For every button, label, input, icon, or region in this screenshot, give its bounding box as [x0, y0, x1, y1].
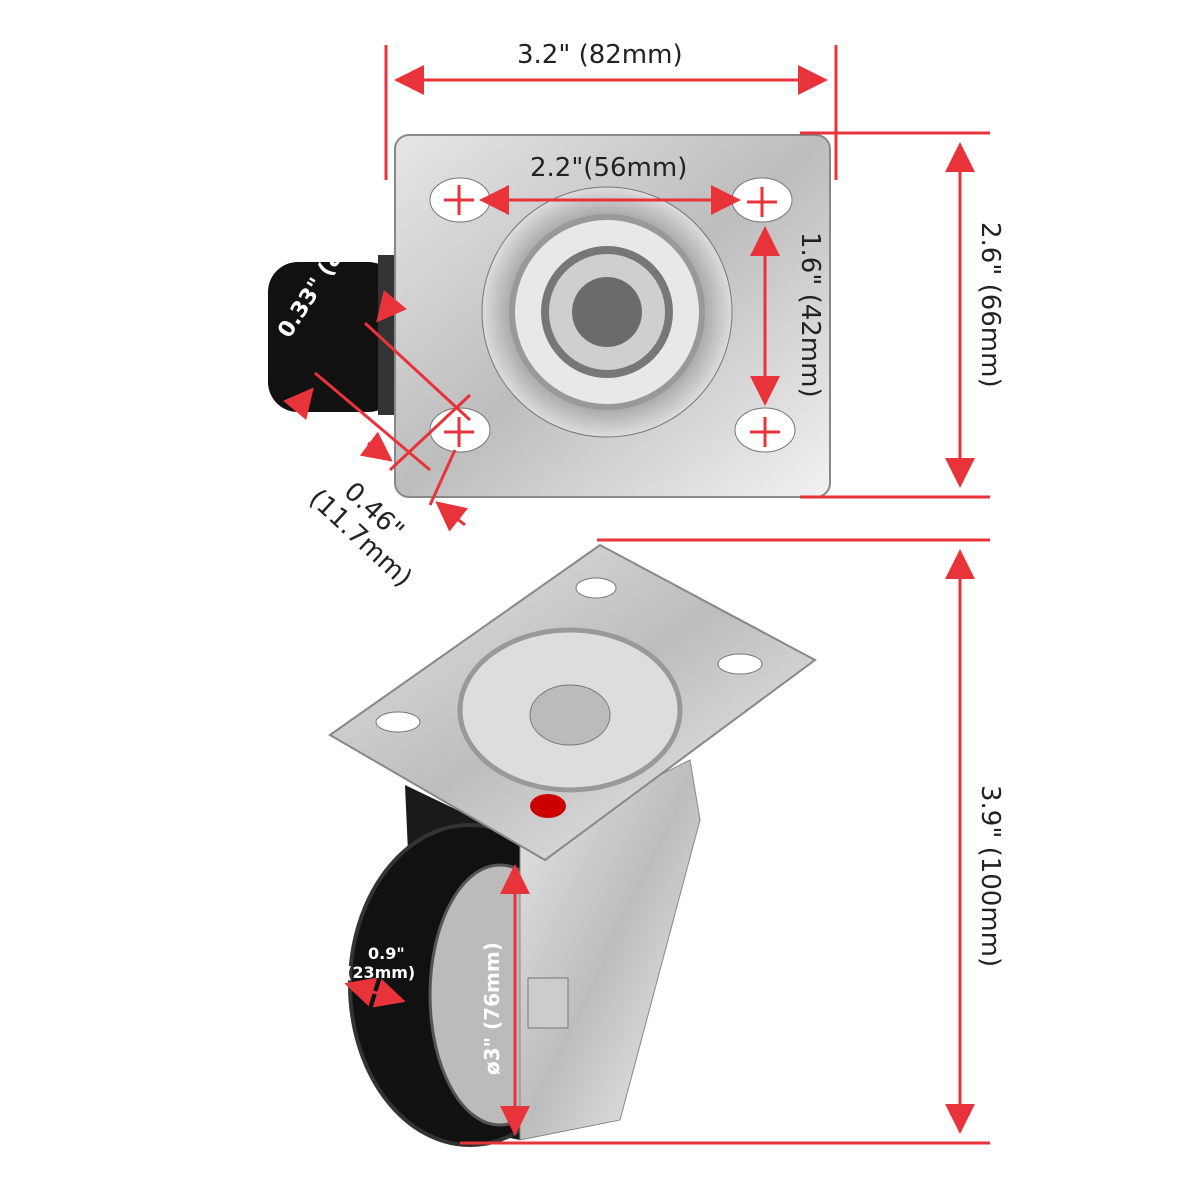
wheel-edge-top	[268, 262, 398, 412]
axle-nut	[527, 977, 569, 1029]
dimension-lines-side	[344, 538, 990, 1145]
dimension-lines-top	[283, 45, 990, 532]
overall-height-label: 3.9" (100mm)	[975, 785, 1005, 968]
plate-height-label: 2.6" (66mm)	[975, 222, 1005, 388]
hole-spacing-height-label: 1.6" (42mm)	[795, 232, 825, 398]
plate-width-label: 3.2" (82mm)	[517, 40, 683, 70]
red-indicator	[530, 794, 566, 818]
hole-spacing-width-label: 2.2"(56mm)	[530, 153, 688, 183]
top-view	[268, 134, 831, 498]
wheel-width-label-1: 0.9"	[368, 944, 405, 963]
side-view	[328, 543, 817, 1147]
wheel-width-label-2: (23mm)	[345, 963, 416, 982]
wheel-diameter-label: ø3" (76mm)	[480, 942, 504, 1075]
